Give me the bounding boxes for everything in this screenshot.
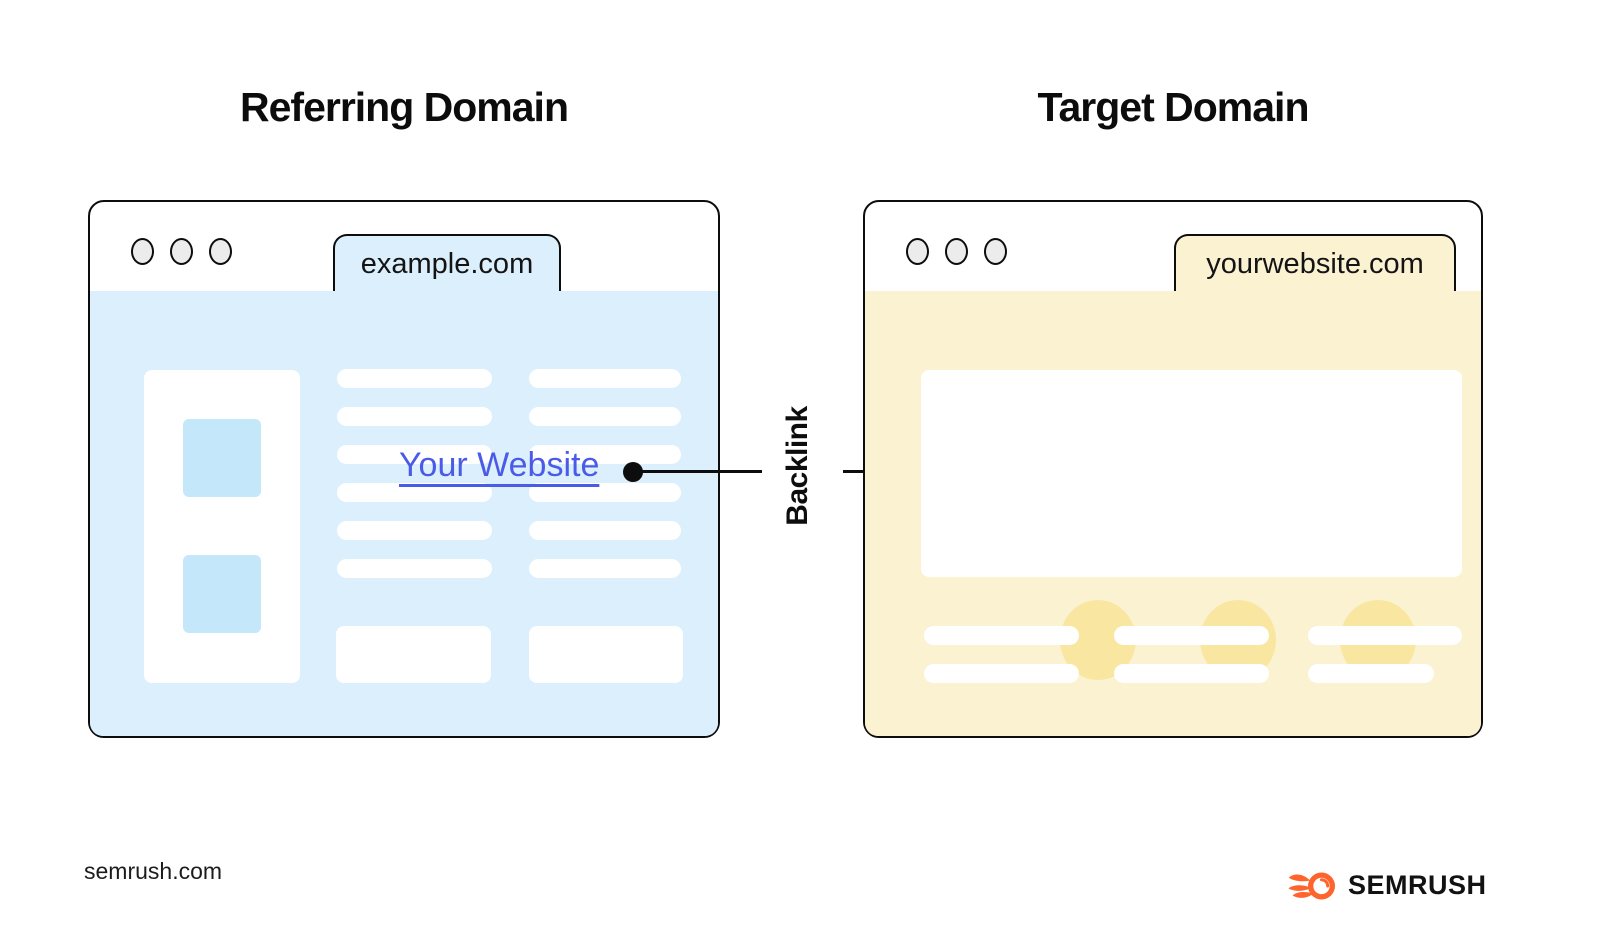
referring-domain-title: Referring Domain bbox=[240, 84, 569, 130]
text-line-placeholder bbox=[529, 445, 681, 464]
link-anchor-dot bbox=[623, 462, 643, 482]
window-control-icon bbox=[984, 238, 1007, 265]
target-domain-title: Target Domain bbox=[1037, 84, 1310, 130]
target-domain-window: yourwebsite.com bbox=[863, 200, 1483, 738]
window-control-icon bbox=[209, 238, 232, 265]
browser-tab-yourwebsite: yourwebsite.com bbox=[1174, 233, 1456, 294]
browser-chrome: yourwebsite.com bbox=[865, 202, 1481, 294]
tab-label: yourwebsite.com bbox=[1206, 248, 1424, 280]
image-placeholder bbox=[183, 555, 261, 633]
image-placeholder bbox=[183, 419, 261, 497]
text-line-placeholder bbox=[337, 445, 492, 464]
text-line-placeholder bbox=[924, 626, 1079, 645]
browser-chrome: example.com bbox=[90, 202, 718, 294]
window-control-icon bbox=[906, 238, 929, 265]
text-line-placeholder bbox=[924, 664, 1079, 683]
text-line-placeholder bbox=[529, 521, 681, 540]
text-line-placeholder bbox=[529, 559, 681, 578]
source-attribution: semrush.com bbox=[84, 858, 223, 884]
text-line-placeholder bbox=[337, 483, 492, 502]
text-line-placeholder bbox=[337, 559, 492, 578]
brand-wordmark: SEMRUSH bbox=[1348, 870, 1487, 900]
text-line-placeholder bbox=[529, 369, 681, 388]
text-line-placeholder bbox=[1308, 626, 1462, 645]
backlink-arrow-line bbox=[642, 470, 762, 474]
content-block-placeholder bbox=[336, 626, 491, 683]
content-block-placeholder bbox=[529, 626, 683, 683]
semrush-flame-icon bbox=[1288, 872, 1335, 899]
text-line-placeholder bbox=[337, 407, 492, 426]
text-line-placeholder bbox=[529, 407, 681, 426]
referring-domain-window: example.com Your Website bbox=[88, 200, 720, 738]
backlink-arrow-label: Backlink bbox=[781, 406, 814, 526]
text-line-placeholder bbox=[1114, 664, 1269, 683]
text-line-placeholder bbox=[1308, 664, 1434, 683]
tab-label: example.com bbox=[360, 248, 534, 280]
your-website-link[interactable]: Your Website bbox=[399, 446, 600, 484]
text-line-placeholder bbox=[1114, 626, 1269, 645]
window-control-icon bbox=[945, 238, 968, 265]
text-line-placeholder bbox=[337, 369, 492, 388]
sidebar-placeholder bbox=[144, 370, 300, 683]
text-line-placeholder bbox=[337, 521, 492, 540]
browser-tab-example: example.com bbox=[333, 233, 561, 294]
window-control-icon bbox=[170, 238, 193, 265]
semrush-logo: SEMRUSH bbox=[1288, 870, 1487, 901]
window-control-icon bbox=[131, 238, 154, 265]
hero-block-placeholder bbox=[921, 370, 1462, 680]
text-line-placeholder bbox=[529, 483, 681, 502]
